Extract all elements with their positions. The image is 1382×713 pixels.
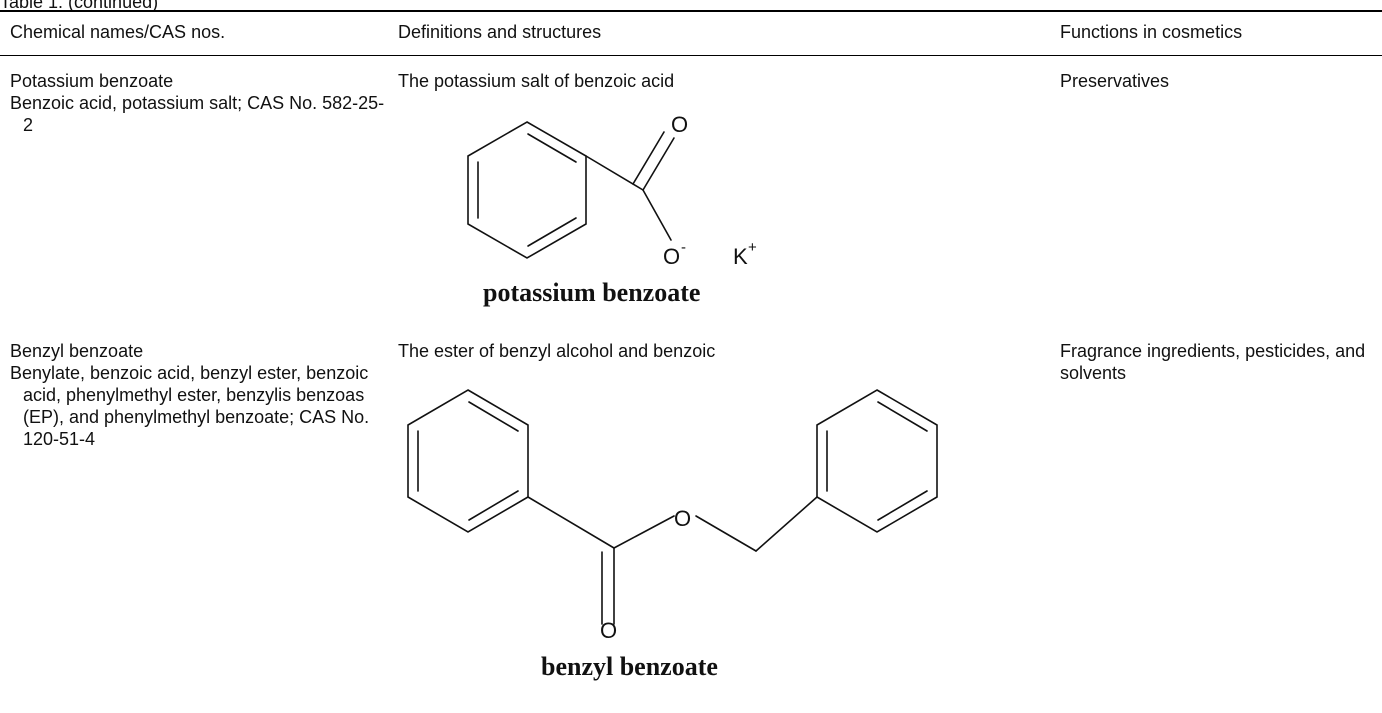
atom-o-anion: O: [663, 244, 680, 269]
negative-charge: -: [681, 239, 686, 256]
atom-o-carbonyl: O: [600, 618, 617, 643]
table-row-potassium-benzoate-names: Potassium benzoate Benzoic acid, potassi…: [10, 70, 390, 136]
benzyl-benzoate-structure: O O: [407, 389, 938, 643]
table-top-rule: [0, 10, 1382, 12]
table-row-benzyl-benzoate-names: Benzyl benzoate Benylate, benzoic acid, …: [10, 340, 390, 450]
function-text: Preservatives: [1060, 71, 1170, 91]
molecule-label-potassium-benzoate: potassium benzoate: [483, 278, 701, 307]
atom-o-ester: O: [674, 506, 691, 531]
chemical-synonyms: Benzoic acid, potassium salt; CAS No. 58…: [10, 93, 385, 135]
potassium-benzoate-structure: O O - K +: [467, 112, 757, 269]
chemical-name: Potassium benzoate: [10, 71, 174, 91]
definition-text: The potassium salt of benzoic acid: [398, 71, 675, 91]
chemical-name: Benzyl benzoate: [10, 341, 144, 361]
definition-text: The ester of benzyl alcohol and benzoic: [398, 341, 716, 361]
atom-o-carbonyl: O: [671, 112, 688, 137]
table-caption: Table 1. (continued): [0, 0, 159, 12]
function-text: Fragrance ingredients, pesticides, and s…: [1060, 341, 1366, 383]
positive-charge: +: [748, 239, 757, 256]
header-rule: [0, 55, 1382, 56]
chemical-synonyms: Benylate, benzoic acid, benzyl ester, be…: [10, 363, 370, 449]
column-header-chemical-names: Chemical names/CAS nos.: [10, 22, 226, 42]
column-header-definitions: Definitions and structures: [398, 22, 602, 42]
atom-potassium: K: [733, 244, 748, 269]
molecule-label-benzyl-benzoate: benzyl benzoate: [541, 652, 718, 681]
column-header-functions: Functions in cosmetics: [1060, 22, 1243, 42]
